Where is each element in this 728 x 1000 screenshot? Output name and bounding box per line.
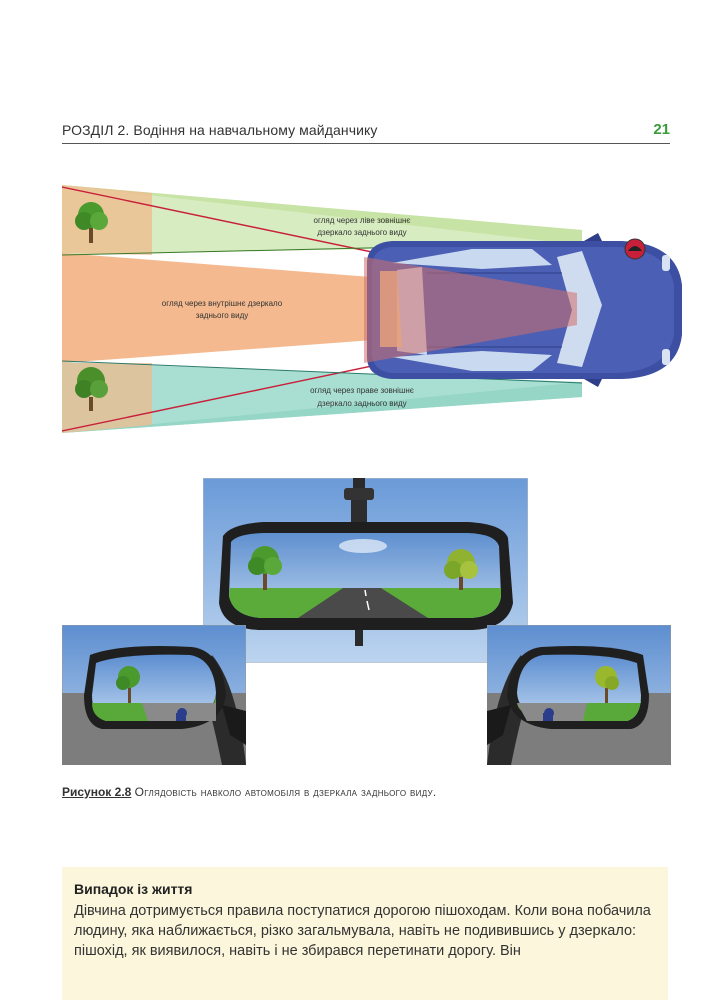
figure-caption-text: Оглядовість навколо автомобіля в дзеркал…: [134, 785, 437, 799]
driver-marker-icon: [624, 238, 646, 260]
page-number: 21: [653, 121, 670, 138]
rearview-mirror-illustration: [203, 478, 528, 663]
left-mirror-zone: [62, 185, 582, 255]
case-box-text: Дівчина дотримується правила поступатися…: [74, 903, 651, 959]
left-side-mirror-illustration: [62, 625, 246, 765]
label-inner-mirror-2: заднього виду: [196, 311, 249, 320]
mirror-zones-diagram: огляд через ліве зовнішнє дзеркало заднь…: [62, 185, 682, 433]
right-mirror-zone: [62, 362, 582, 433]
chapter-title: РОЗДІЛ 2. Водіння на навчальному майданч…: [62, 122, 378, 138]
page-header: РОЗДІЛ 2. Водіння на навчальному майданч…: [62, 120, 670, 144]
right-side-mirror-illustration: [487, 625, 671, 765]
tree-upper: [75, 202, 108, 243]
case-box: Випадок із життя Дівчина дотримується пр…: [62, 867, 668, 1000]
case-box-title: Випадок із життя: [74, 881, 193, 897]
tree-lower: [75, 367, 108, 411]
label-right-mirror-1: огляд через праве зовнішнє: [310, 386, 414, 395]
label-left-mirror-1: огляд через ліве зовнішнє: [314, 216, 411, 225]
label-inner-mirror-1: огляд через внутрішнє дзеркало: [162, 299, 283, 308]
header-rule: [62, 143, 670, 144]
figure-number: Рисунок 2.8: [62, 785, 132, 799]
label-right-mirror-2: дзеркало заднього виду: [317, 399, 406, 408]
figure-caption: Рисунок 2.8 Оглядовість навколо автомобі…: [62, 785, 437, 799]
inner-mirror-zone: [62, 253, 577, 363]
label-left-mirror-2: дзеркало заднього виду: [317, 228, 406, 237]
